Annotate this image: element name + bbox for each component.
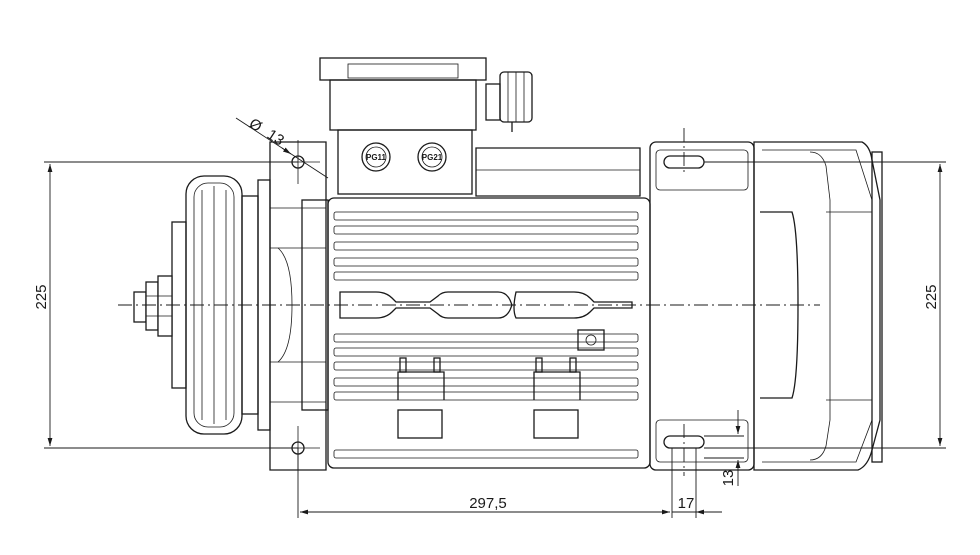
gland-label: PG21 bbox=[422, 153, 443, 162]
cooling-fin bbox=[333, 377, 639, 387]
gland-icon bbox=[417, 142, 447, 172]
terminal-box: PG11 PG21 bbox=[319, 57, 533, 195]
dimension-slot-width: 13 bbox=[704, 410, 744, 486]
cooling-fin bbox=[333, 361, 639, 371]
dim-length-text: 297,5 bbox=[469, 495, 507, 512]
plug-icon bbox=[361, 142, 391, 172]
motor-body bbox=[327, 147, 651, 469]
dimension-left-height: 225 bbox=[33, 161, 298, 449]
cooling-fin bbox=[333, 211, 639, 221]
fan-cover bbox=[649, 141, 883, 471]
plug-label: PG11 bbox=[366, 153, 387, 162]
dim-diameter-symbol: Ø bbox=[246, 115, 265, 136]
dimension-length: 297,5 bbox=[297, 448, 673, 518]
dim-right-text: 225 bbox=[923, 284, 940, 309]
cooling-fin bbox=[333, 333, 639, 343]
cooling-fin bbox=[333, 391, 639, 401]
dim-left-text: 225 bbox=[33, 284, 50, 309]
dim-offset-text: 17 bbox=[678, 495, 695, 512]
dim-diameter-text: 13 bbox=[264, 126, 287, 149]
cooling-fin bbox=[333, 449, 639, 459]
dimension-right-height: 225 bbox=[704, 161, 946, 449]
cooling-fin bbox=[333, 271, 639, 281]
cooling-fin bbox=[333, 347, 639, 357]
dimension-hole-diameter: Ø 13 bbox=[235, 115, 329, 179]
cooling-fin bbox=[333, 257, 639, 267]
cooling-fin bbox=[333, 241, 639, 251]
dimension-slot-offset: 17 bbox=[672, 448, 722, 518]
dim-width-text: 13 bbox=[720, 470, 737, 487]
cooling-fin bbox=[333, 225, 639, 235]
